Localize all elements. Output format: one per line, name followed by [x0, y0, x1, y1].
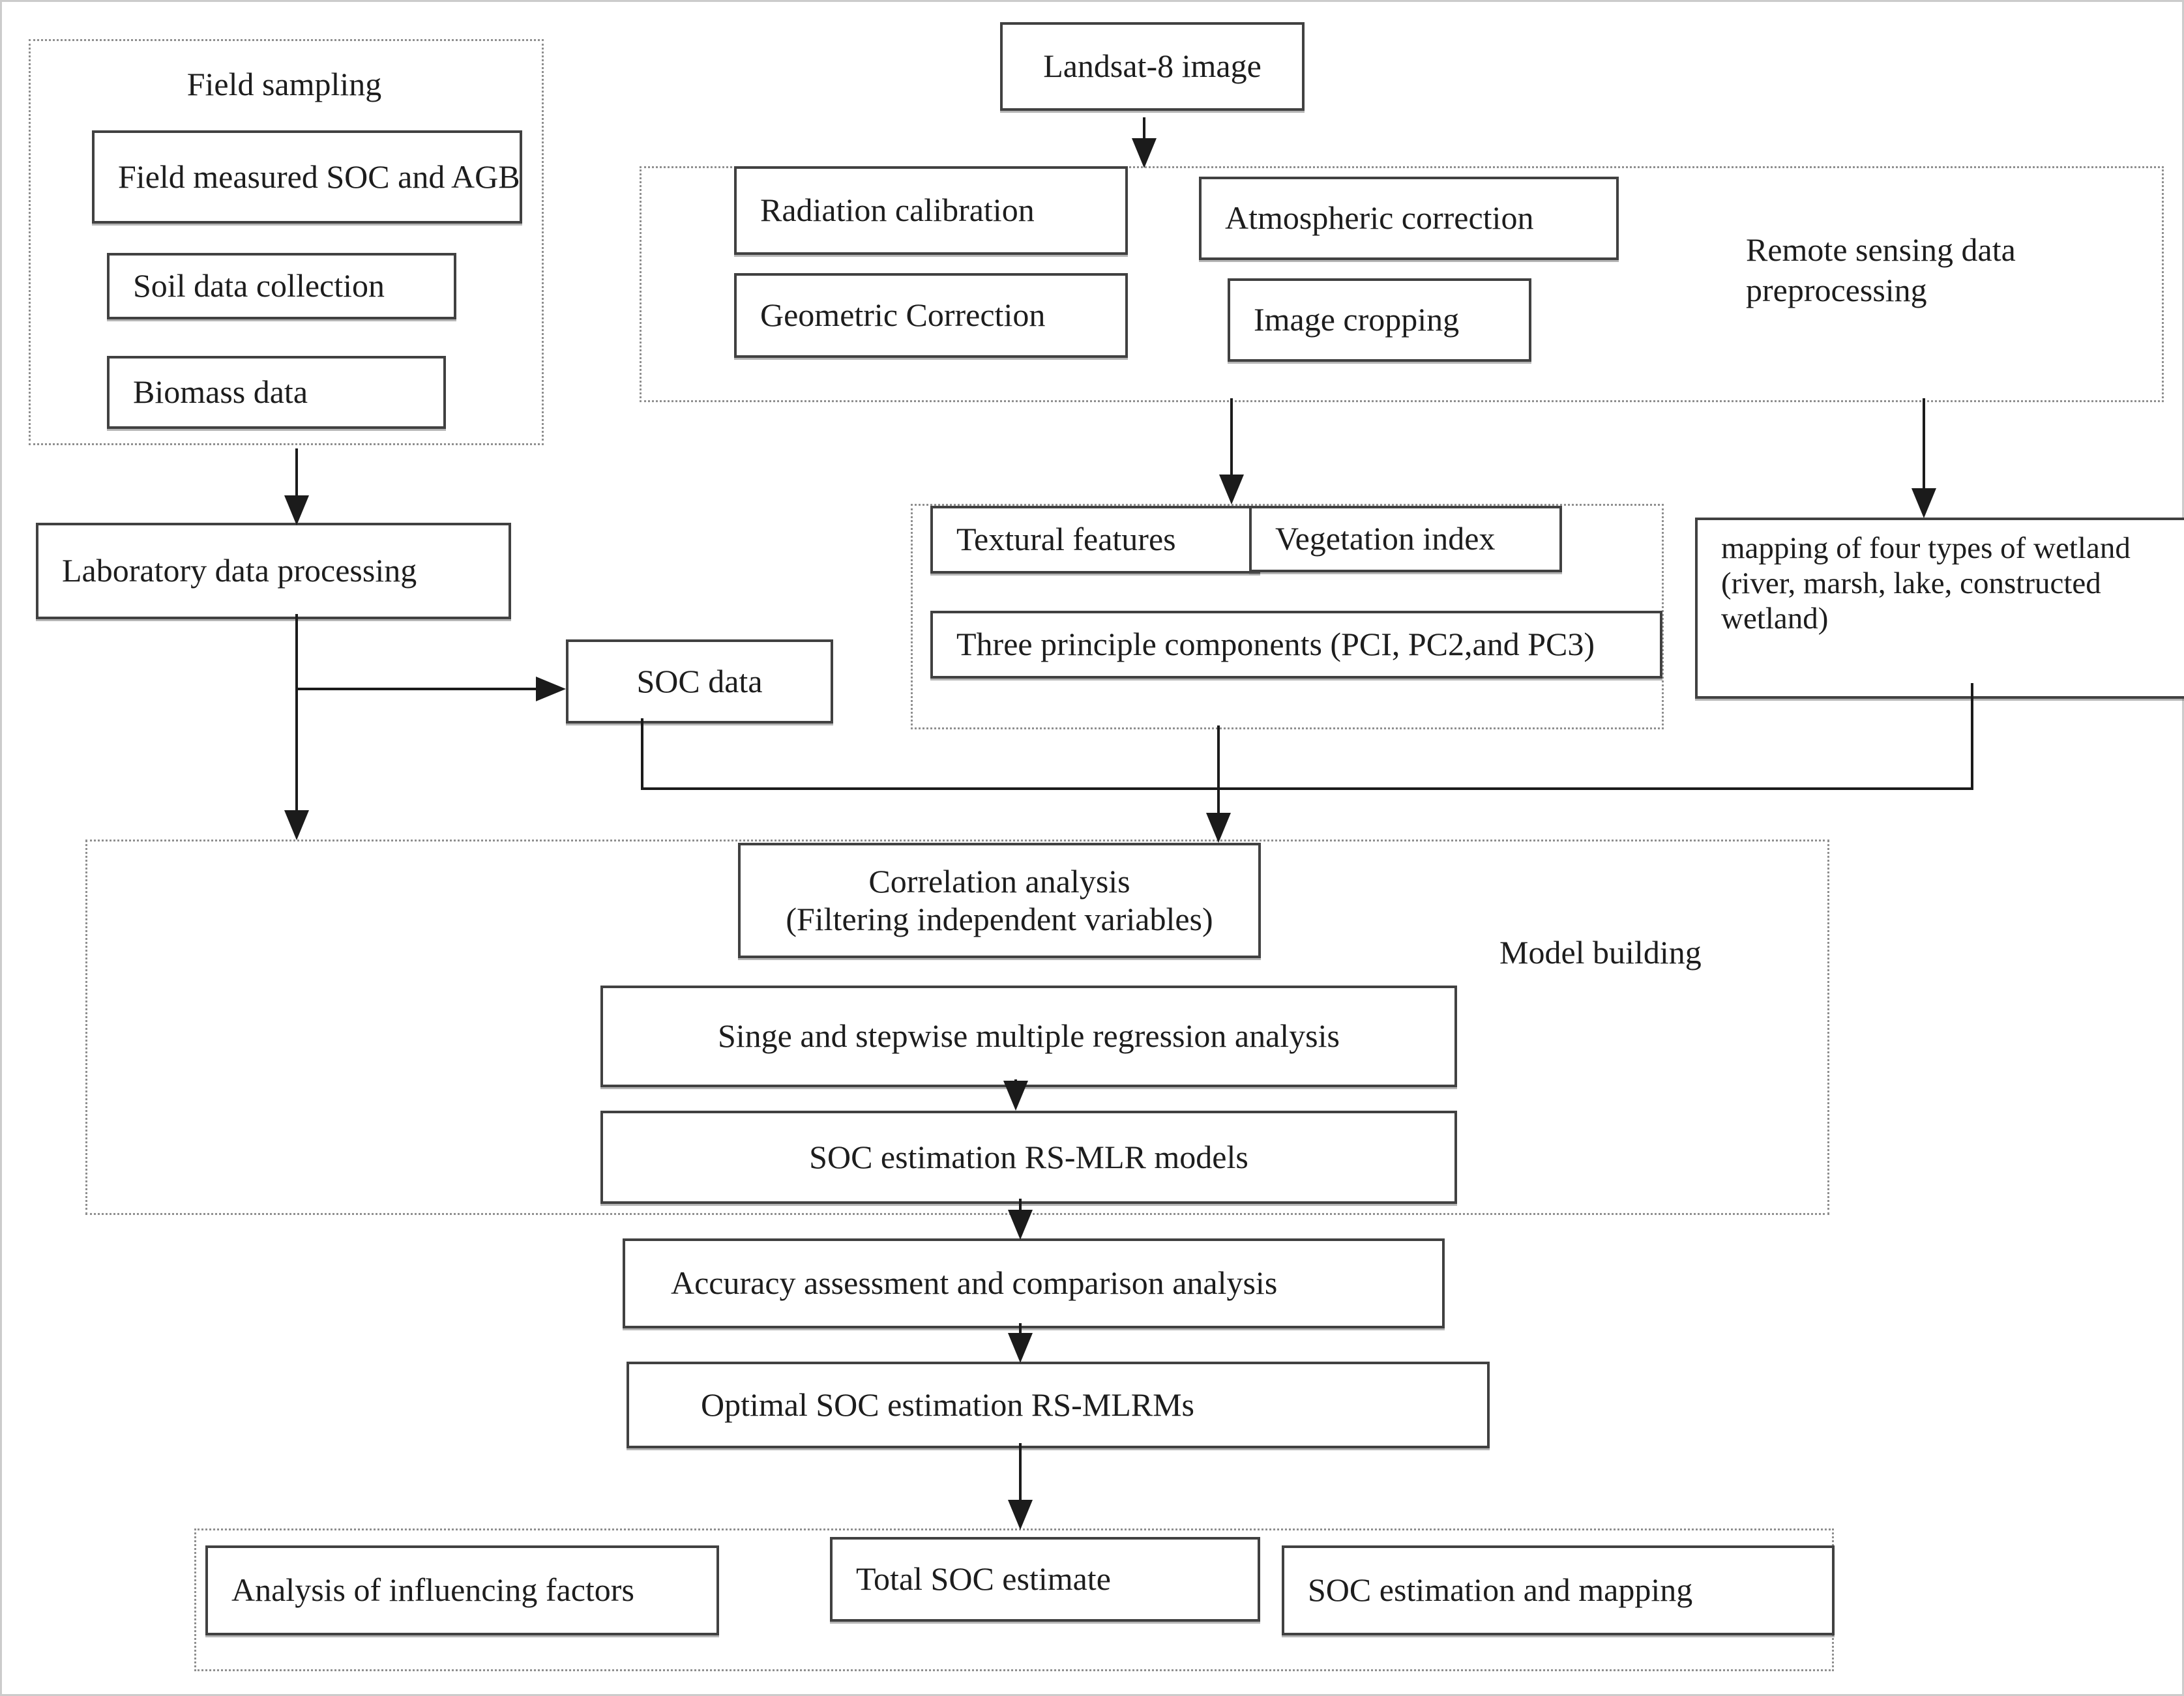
box-influencing-factors: Analysis of influencing factors: [205, 1545, 719, 1635]
box-soc-estimation-mapping: SOC estimation and mapping: [1282, 1545, 1835, 1635]
box-vegetation-index: Vegetation index: [1249, 506, 1562, 572]
box-regression-analysis-label: Singe and stepwise multiple regression a…: [717, 1017, 1340, 1055]
box-soc-data: SOC data: [566, 639, 833, 724]
box-influencing-factors-label: Analysis of influencing factors: [231, 1572, 634, 1609]
box-geometric-correction: Geometric Correction: [734, 273, 1128, 358]
container-image-features: [911, 504, 1664, 729]
arrow-optimal-to-outputs-line: [1019, 1443, 1022, 1502]
box-regression-analysis: Singe and stepwise multiple regression a…: [600, 986, 1457, 1087]
arrow-laboratory-to-model-head: [284, 810, 309, 840]
connector-soc-down-line: [641, 718, 643, 790]
box-rs-mlr-models-label: SOC estimation RS-MLR models: [809, 1138, 1248, 1175]
arrow-landsat-to-preprocessing-line: [1143, 117, 1145, 141]
box-accuracy-assessment: Accuracy assessment and comparison analy…: [623, 1238, 1445, 1328]
arrow-features-to-correlation-head: [1206, 813, 1231, 843]
box-atmospheric-correction: Atmospheric correction: [1199, 177, 1619, 260]
box-wetland-mapping: mapping of four types of wetland (river,…: [1695, 518, 2184, 699]
box-image-cropping: Image cropping: [1228, 278, 1531, 362]
box-radiation-calibration: Radiation calibration: [734, 166, 1128, 255]
box-soil-data-collection: Soil data collection: [107, 253, 456, 319]
box-vegetation-index-label: Vegetation index: [1275, 520, 1496, 557]
box-biomass-data-label: Biomass data: [133, 373, 308, 411]
box-soc-estimation-mapping-label: SOC estimation and mapping: [1308, 1572, 1693, 1609]
arrow-preprocessing-to-features-head: [1219, 475, 1244, 504]
box-rs-mlr-models: SOC estimation RS-MLR models: [600, 1111, 1457, 1204]
box-laboratory-data-processing-label: Laboratory data processing: [62, 552, 417, 589]
rs-preprocessing-label: Remote sensing data preprocessing: [1746, 229, 2150, 310]
arrow-optimal-to-outputs-head: [1008, 1500, 1033, 1530]
arrow-laboratory-to-model-line: [295, 614, 298, 811]
box-geometric-correction-label: Geometric Correction: [760, 297, 1046, 334]
box-optimal-rs-mlrms: Optimal SOC estimation RS-MLRMs: [627, 1362, 1490, 1448]
box-textural-features-label: Textural features: [956, 521, 1176, 558]
box-wetland-mapping-label: mapping of four types of wetland (river,…: [1721, 531, 2131, 636]
arrow-field-to-laboratory-head: [284, 495, 309, 525]
arrow-laboratory-to-soc-head: [536, 677, 566, 701]
box-wetland-mapping-line2: (river, marsh, lake, constructed: [1721, 566, 2101, 601]
connector-merge-horizontal-line: [641, 787, 1973, 790]
box-landsat-image-label: Landsat-8 image: [1043, 48, 1262, 85]
box-textural-features: Textural features: [930, 506, 1260, 574]
arrow-accuracy-to-optimal-line: [1019, 1323, 1022, 1335]
arrow-rsmlr-to-accuracy-line: [1019, 1199, 1022, 1212]
box-correlation-analysis: Correlation analysis (Filtering independ…: [738, 843, 1261, 958]
field-sampling-title: Field sampling: [186, 66, 382, 102]
rs-preprocessing-label-line1: Remote sensing data: [1746, 231, 2016, 268]
arrow-landsat-to-preprocessing-head: [1132, 138, 1157, 168]
arrow-preprocessing-to-wetland-head: [1911, 488, 1936, 518]
box-optimal-rs-mlrms-label: Optimal SOC estimation RS-MLRMs: [701, 1386, 1195, 1423]
arrow-field-to-laboratory-line: [295, 448, 298, 499]
connector-wetland-down-line: [1971, 683, 1973, 790]
box-field-measured-soc-agb: Field measured SOC and AGB: [92, 130, 522, 224]
box-accuracy-assessment-label: Accuracy assessment and comparison analy…: [671, 1265, 1278, 1302]
box-soil-data-collection-label: Soil data collection: [133, 267, 385, 304]
arrow-regression-to-rsmlr-head: [1003, 1081, 1028, 1111]
box-correlation-analysis-line1: Correlation analysis: [868, 863, 1130, 899]
box-principle-components: Three principle components (PCI, PC2,and…: [930, 611, 1662, 679]
box-landsat-image: Landsat-8 image: [1000, 22, 1305, 111]
arrow-features-to-correlation-line: [1217, 725, 1220, 814]
container-field-sampling: [29, 39, 544, 445]
arrow-laboratory-to-soc-line: [297, 688, 538, 690]
box-correlation-analysis-line2: (Filtering independent variables): [786, 900, 1213, 937]
box-wetland-mapping-line3: wetland): [1721, 602, 1829, 636]
arrow-accuracy-to-optimal-head: [1008, 1333, 1033, 1363]
box-correlation-analysis-label: Correlation analysis (Filtering independ…: [786, 863, 1213, 938]
model-building-label: Model building: [1499, 934, 1702, 971]
box-total-soc-estimate-label: Total SOC estimate: [856, 1560, 1111, 1598]
box-wetland-mapping-line1: mapping of four types of wetland: [1721, 531, 2131, 565]
container-rs-preprocessing: [640, 166, 2164, 402]
container-model-building: [85, 840, 1829, 1215]
box-image-cropping-label: Image cropping: [1254, 301, 1460, 338]
box-radiation-calibration-label: Radiation calibration: [760, 192, 1035, 229]
box-laboratory-data-processing: Laboratory data processing: [36, 523, 511, 619]
arrow-preprocessing-to-wetland-line: [1923, 398, 1925, 490]
box-principle-components-label: Three principle components (PCI, PC2,and…: [956, 626, 1595, 663]
box-field-measured-soc-agb-label: Field measured SOC and AGB: [118, 158, 520, 195]
box-soc-data-label: SOC data: [636, 662, 763, 699]
arrow-rsmlr-to-accuracy-head: [1008, 1210, 1033, 1240]
box-atmospheric-correction-label: Atmospheric correction: [1225, 199, 1534, 237]
arrow-preprocessing-to-features-line: [1230, 398, 1233, 475]
box-biomass-data: Biomass data: [107, 356, 446, 429]
box-total-soc-estimate: Total SOC estimate: [830, 1537, 1260, 1622]
rs-preprocessing-label-line2: preprocessing: [1746, 272, 1927, 308]
